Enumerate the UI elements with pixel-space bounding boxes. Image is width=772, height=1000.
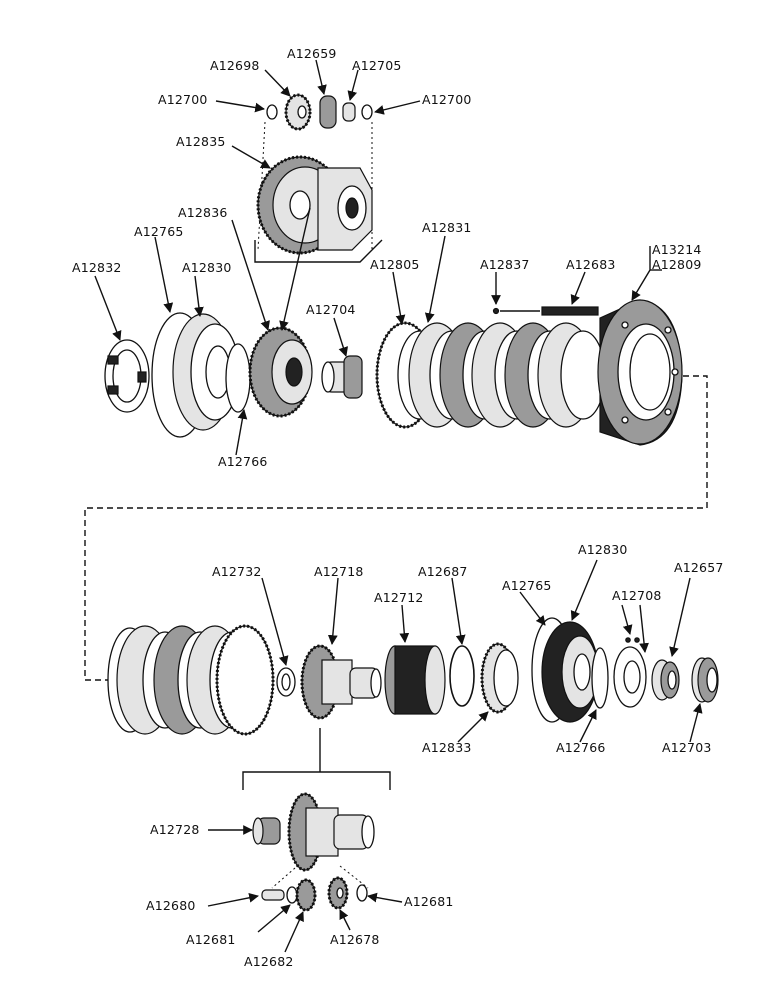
label-a12681-right: A12681 bbox=[404, 894, 454, 909]
label-a12809: A12809 bbox=[652, 257, 702, 272]
pinion-cluster-top bbox=[257, 93, 373, 251]
label-a12835: A12835 bbox=[176, 134, 226, 149]
connector-dashed-line bbox=[84, 375, 708, 681]
part-a12830-piston-top bbox=[172, 313, 240, 431]
detail-pinion-cluster bbox=[261, 876, 368, 912]
part-a12830-piston-bottom bbox=[541, 621, 599, 723]
part-a12712-drum bbox=[384, 645, 446, 715]
label-a12837: A12837 bbox=[480, 257, 530, 272]
label-a12700-right: A12700 bbox=[422, 92, 472, 107]
label-a12680: A12680 bbox=[146, 898, 196, 913]
clutch-pack-top bbox=[375, 321, 606, 429]
label-a12703: A12703 bbox=[662, 740, 712, 755]
part-a12708-plate bbox=[613, 637, 647, 708]
label-a12657: A12657 bbox=[674, 560, 724, 575]
part-a13214-housing bbox=[597, 299, 683, 446]
label-a12832: A12832 bbox=[72, 260, 122, 275]
part-a12700-washer-right bbox=[361, 104, 373, 120]
part-a12687-snap-ring bbox=[449, 645, 475, 707]
label-a12805: A12805 bbox=[370, 257, 420, 272]
label-a12831: A12831 bbox=[422, 220, 472, 235]
part-a12766-seal-top bbox=[225, 343, 251, 413]
label-a12700-left: A12700 bbox=[158, 92, 208, 107]
part-labels: A12698 A12659 A12705 A12700 A12700 A1283… bbox=[72, 46, 724, 969]
part-a12657-bearing bbox=[651, 659, 680, 701]
part-a12683-spring bbox=[541, 306, 599, 316]
part-a12766-seal-bottom bbox=[591, 647, 609, 709]
label-a12830-top: A12830 bbox=[182, 260, 232, 275]
part-a12681-washer-right bbox=[356, 884, 368, 902]
label-a12704: A12704 bbox=[306, 302, 356, 317]
label-a12678: A12678 bbox=[330, 932, 380, 947]
part-a12700-washer-left bbox=[266, 104, 278, 120]
label-a12682: A12682 bbox=[244, 954, 294, 969]
part-a12718-carrier bbox=[300, 644, 382, 720]
label-a13214: A13214 bbox=[652, 242, 702, 257]
label-a12718: A12718 bbox=[314, 564, 364, 579]
label-a12732: A12732 bbox=[212, 564, 262, 579]
part-a12680-shaft bbox=[261, 889, 285, 901]
label-a12833: A12833 bbox=[422, 740, 472, 755]
part-a12835-carrier bbox=[254, 155, 383, 263]
part-a12705-spacer bbox=[342, 102, 356, 122]
label-a12766-top: A12766 bbox=[218, 454, 268, 469]
leader-lines bbox=[94, 59, 703, 953]
part-a12732-washer bbox=[276, 667, 296, 697]
label-a12766-bottom: A12766 bbox=[556, 740, 606, 755]
part-a12704-pinion bbox=[321, 355, 363, 399]
part-a12659-gear bbox=[319, 95, 337, 129]
label-a12765-top: A12765 bbox=[134, 224, 184, 239]
label-a12681-left: A12681 bbox=[186, 932, 236, 947]
part-a12681-washer-left bbox=[286, 886, 298, 904]
label-a12765-bottom: A12765 bbox=[502, 578, 552, 593]
label-a12687: A12687 bbox=[418, 564, 468, 579]
part-a12728-sleeve bbox=[252, 817, 281, 845]
label-a12705: A12705 bbox=[352, 58, 402, 73]
part-a12837-pin bbox=[492, 307, 540, 315]
label-a12712: A12712 bbox=[374, 590, 424, 605]
label-a12830-bottom: A12830 bbox=[578, 542, 628, 557]
clutch-pack-bottom bbox=[107, 624, 275, 736]
label-a12659: A12659 bbox=[287, 46, 337, 61]
part-a12832-ring bbox=[104, 339, 150, 413]
label-a12683: A12683 bbox=[566, 257, 616, 272]
detail-carrier bbox=[271, 792, 375, 889]
label-a12708: A12708 bbox=[612, 588, 662, 603]
detail-bracket bbox=[242, 728, 391, 790]
part-a12836-gear bbox=[248, 326, 313, 418]
label-a12698: A12698 bbox=[210, 58, 260, 73]
label-a12836: A12836 bbox=[178, 205, 228, 220]
label-a12728: A12728 bbox=[150, 822, 200, 837]
part-a12703-nut bbox=[691, 657, 719, 703]
part-a12833-ring-gear bbox=[480, 642, 519, 714]
